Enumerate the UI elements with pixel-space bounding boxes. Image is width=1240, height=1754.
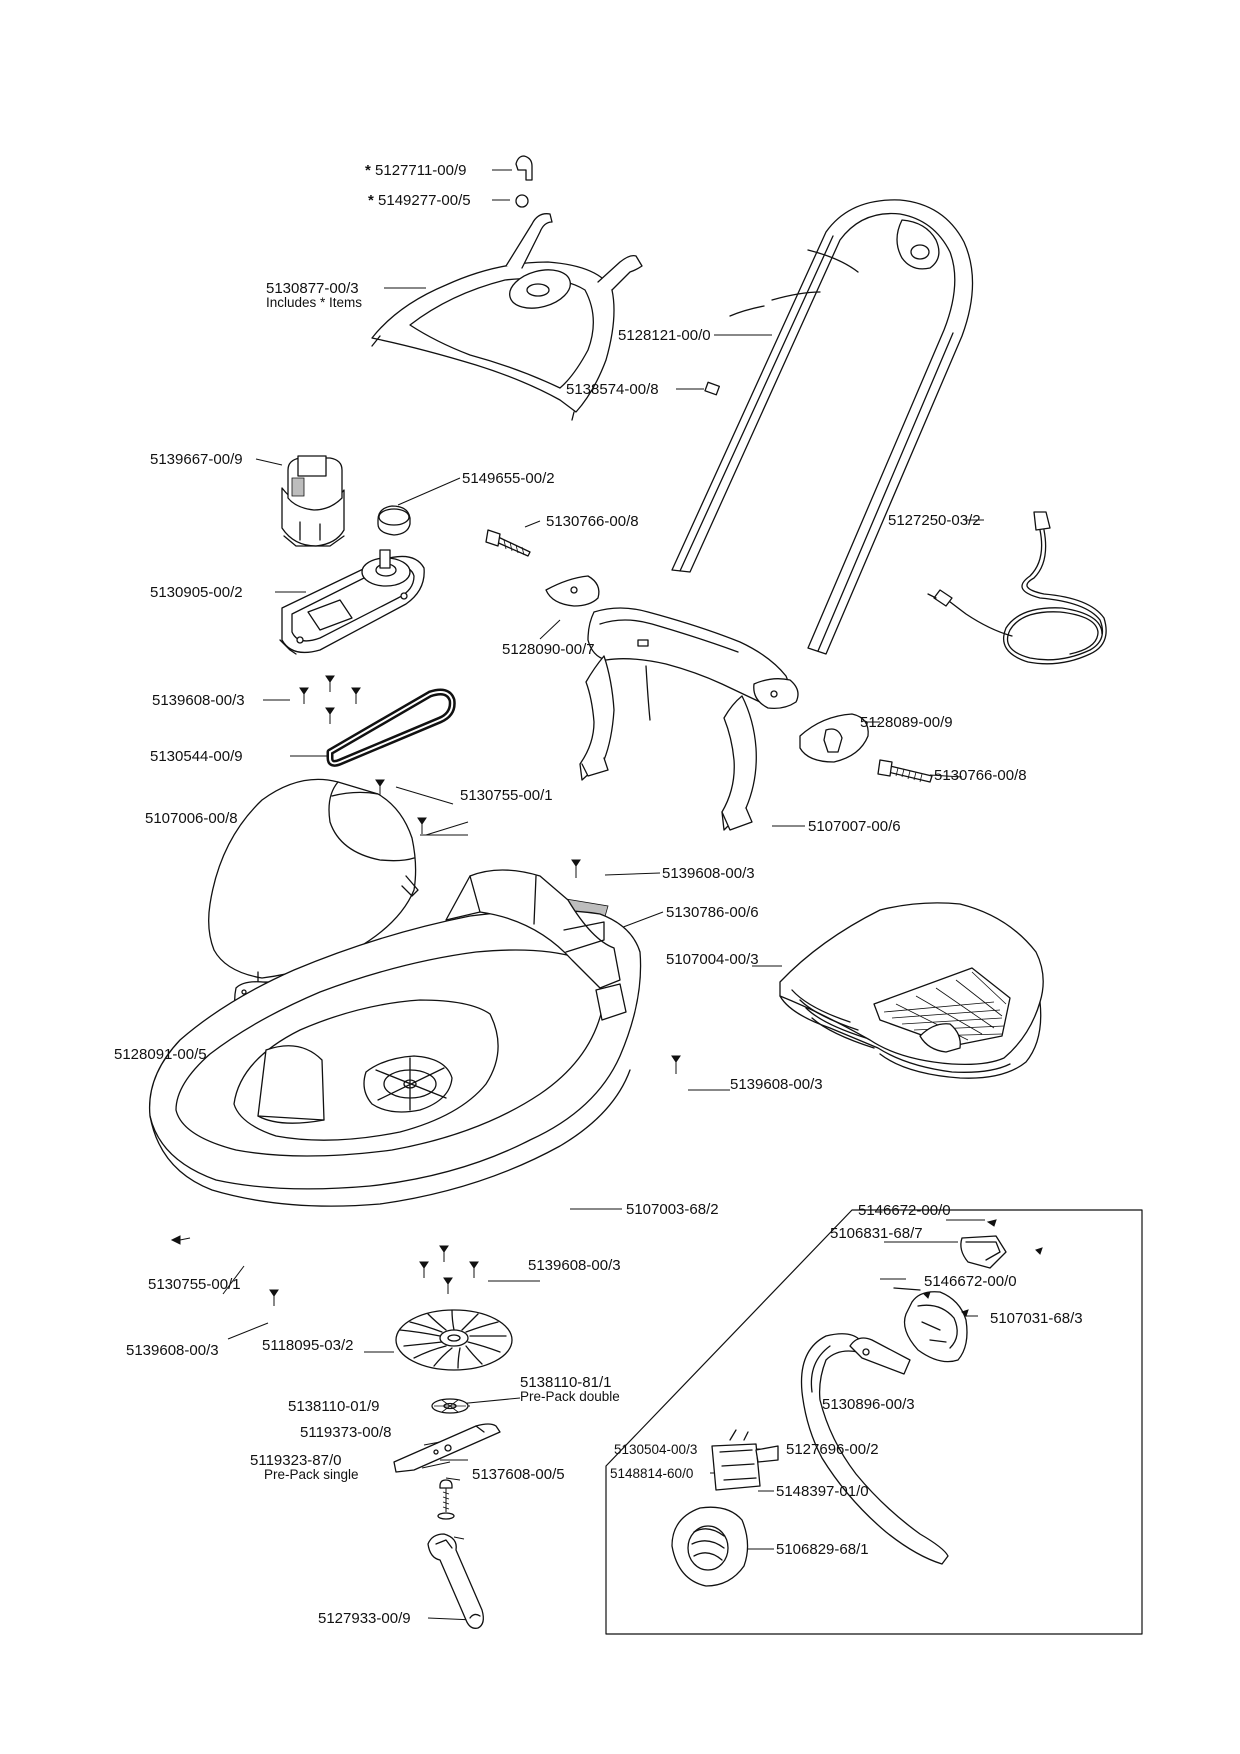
star-mark: * (365, 162, 371, 179)
switch-housing-top-part (960, 1219, 1043, 1269)
part-label-5138110-01: 5138110-01/9 (288, 1398, 380, 1415)
cap-part (377, 505, 411, 536)
belt-cover-part (208, 778, 419, 983)
switch-button-cover-part (671, 1506, 749, 1587)
part-label-5139667: 5139667-00/9 (150, 451, 243, 468)
part-label-5139608-lower-b: 5139608-00/3 (126, 1342, 219, 1359)
part-label-5107003: 5107003-68/2 (626, 1201, 719, 1218)
part-label-5148397: 5148397-01/0 (776, 1483, 869, 1500)
part-label-5118095: 5118095-03/2 (262, 1337, 354, 1354)
part-note-pre-pack-double: Pre-Pack double (520, 1389, 620, 1404)
part-label-5130766-lower: 5130766-00/8 (934, 767, 1027, 784)
part-label-5139608-deck: 5139608-00/3 (730, 1076, 823, 1093)
top-cover-part (371, 213, 643, 421)
inset-detail-box (605, 1209, 1143, 1635)
part-label-5107007: 5107007-00/6 (808, 818, 901, 835)
star-mark: * (368, 192, 374, 209)
part-label-5130544: 5130544-00/9 (150, 748, 243, 765)
bolt-part-lower (877, 759, 933, 783)
handle-frame-part (671, 199, 974, 655)
part-label-5139608-tape: 5139608-00/3 (662, 865, 755, 882)
part-label-5130786: 5130786-00/6 (666, 904, 759, 921)
part-label-5127711: * 5127711-00/9 (365, 162, 467, 179)
mounting-plate-upper (545, 575, 600, 607)
screws-cover-group (375, 779, 427, 834)
part-label-5119323: 5119323-87/0 (250, 1452, 342, 1469)
part-label-5148814: 5148814-60/0 (610, 1466, 694, 1481)
cutting-blade-part (393, 1423, 501, 1473)
part-label-5107031: 5107031-68/3 (990, 1310, 1083, 1327)
grass-box-part (779, 902, 1044, 1079)
part-label-5128090: 5128090-00/7 (502, 641, 595, 658)
part-label-5127933: 5127933-00/9 (318, 1610, 411, 1627)
part-label-5127696: 5127696-00/2 (786, 1441, 879, 1458)
part-label-5149277: * 5149277-00/5 (368, 192, 471, 209)
part-label-5107006: 5107006-00/8 (145, 810, 238, 827)
microswitch-assembly-part (711, 1429, 779, 1491)
blade-bolt-part (437, 1479, 455, 1520)
bolt-part-upper (485, 529, 531, 557)
part-label-5139608-lower-a: 5139608-00/3 (528, 1257, 621, 1274)
motor-plate-part (279, 549, 425, 655)
part-label-5130766-upper: 5130766-00/8 (546, 513, 639, 530)
blade-adapter-part (431, 1398, 469, 1414)
switch-lever-part (800, 1333, 949, 1565)
part-label-5106831: 5106831-68/7 (830, 1225, 923, 1242)
part-label-5106829: 5106829-68/1 (776, 1541, 869, 1558)
mower-deck-part (148, 869, 642, 1207)
fan-impeller-part (395, 1309, 513, 1371)
part-label-5138574: 5138574-00/8 (566, 381, 659, 398)
motor-part (281, 455, 345, 547)
part-label-5130755-lower: 5130755-00/1 (148, 1276, 241, 1293)
part-label-5130896: 5130896-00/3 (822, 1396, 915, 1413)
switch-housing-part (893, 1287, 969, 1363)
clip-part (515, 155, 533, 181)
part-label-5127250: 5127250-03/2 (888, 512, 981, 529)
part-label-5128091: 5128091-00/5 (114, 1046, 207, 1063)
part-label-5130905: 5130905-00/2 (150, 584, 243, 601)
part-label-5130504: 5130504-00/3 (614, 1442, 698, 1457)
part-label-5130755-upper: 5130755-00/1 (460, 787, 553, 804)
part-label-5139608-upper: 5139608-00/3 (152, 692, 245, 709)
part-label-5149655: 5149655-00/2 (462, 470, 555, 487)
part-label-5146672-top: 5146672-00/0 (858, 1202, 951, 1219)
power-cord-part (927, 511, 1107, 665)
part-label-5130877: 5130877-00/3 (266, 280, 359, 297)
plug-cap-part (515, 194, 529, 208)
part-label-5138110-81: 5138110-81/1 (520, 1374, 612, 1391)
part-note-pre-pack-single: Pre-Pack single (264, 1467, 359, 1482)
screws-upper-group (299, 675, 361, 724)
part-label-5128121: 5128121-00/0 (618, 327, 711, 344)
part-note-includes-items: Includes * Items (266, 295, 363, 310)
drive-belt-part (326, 688, 456, 767)
handle-brackets-part (579, 607, 799, 831)
mounting-plate-lower (799, 713, 869, 763)
part-label-5137608: 5137608-00/5 (472, 1466, 565, 1483)
spanner-tool-part (427, 1533, 484, 1629)
part-label-5146672-mid: 5146672-00/0 (924, 1273, 1017, 1290)
screws-deck-group (170, 1055, 681, 1306)
part-label-5128089: 5128089-00/9 (860, 714, 953, 731)
part-label-5119373: 5119373-00/8 (300, 1424, 392, 1441)
part-label-5107004: 5107004-00/3 (666, 951, 759, 968)
